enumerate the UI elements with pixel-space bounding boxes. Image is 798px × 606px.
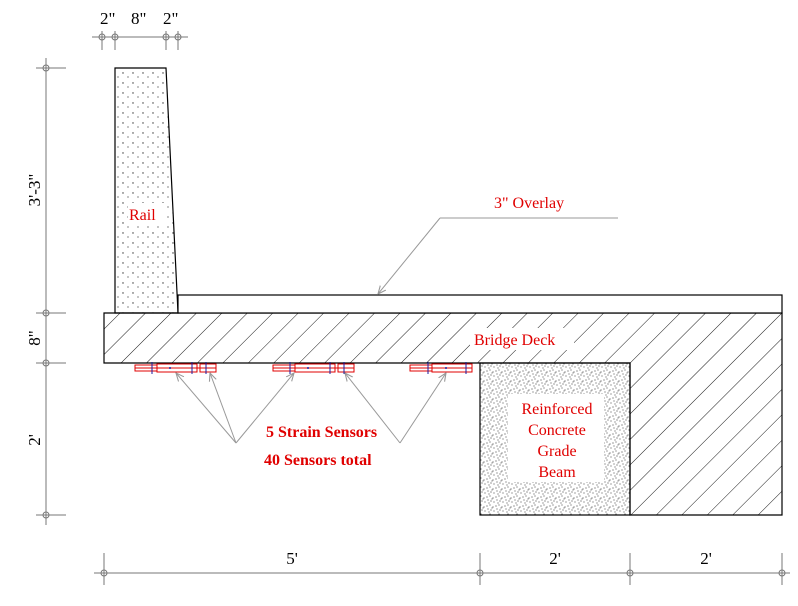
rail-label-bg	[128, 203, 164, 225]
rail-label: Rail	[129, 207, 156, 224]
overlay-leader	[378, 217, 618, 294]
dim-bottom-3: 2'	[700, 549, 712, 568]
overlay-label: 3" Overlay	[494, 195, 564, 212]
left-dimension: 3'-3" 8" 2'	[25, 58, 66, 525]
overlay-shape	[177, 294, 783, 314]
dim-top-2: 8"	[131, 9, 146, 28]
grade-beam-label-line-4: Beam	[538, 464, 576, 481]
strain-sensors	[134, 362, 473, 374]
bridge-deck-shape	[103, 312, 783, 516]
top-dimension: 2" 8" 2"	[92, 9, 188, 50]
dim-left-rail-height: 3'-3"	[25, 174, 44, 207]
sensor-group-3	[409, 362, 473, 374]
dim-bottom-1: 5'	[286, 549, 298, 568]
grade-beam-label-line-2: Concrete	[528, 422, 586, 439]
grade-beam-label-line-1: Reinforced	[521, 401, 592, 418]
dim-left-deck-thickness: 8"	[25, 330, 44, 345]
rail-shape	[114, 67, 179, 314]
deck-label-bg	[470, 328, 574, 350]
dim-bottom-2: 2'	[549, 549, 561, 568]
dim-top-3: 2"	[163, 9, 178, 28]
sensor-group-2	[272, 362, 355, 374]
dim-left-beam-depth: 2'	[25, 434, 44, 446]
grade-beam-label-line-3: Grade	[537, 443, 576, 460]
dim-top-1: 2"	[100, 9, 115, 28]
bottom-dimension: 5' 2' 2'	[94, 549, 790, 585]
sensors-label-line-1: 5 Strain Sensors	[266, 424, 377, 441]
sensors-label-line-2: 40 Sensors total	[264, 452, 372, 469]
grade-beam-label-bg	[508, 394, 604, 482]
sensor-group-1	[134, 362, 217, 374]
bridge-deck-label: Bridge Deck	[474, 332, 555, 349]
sensor-leaders	[176, 373, 446, 444]
